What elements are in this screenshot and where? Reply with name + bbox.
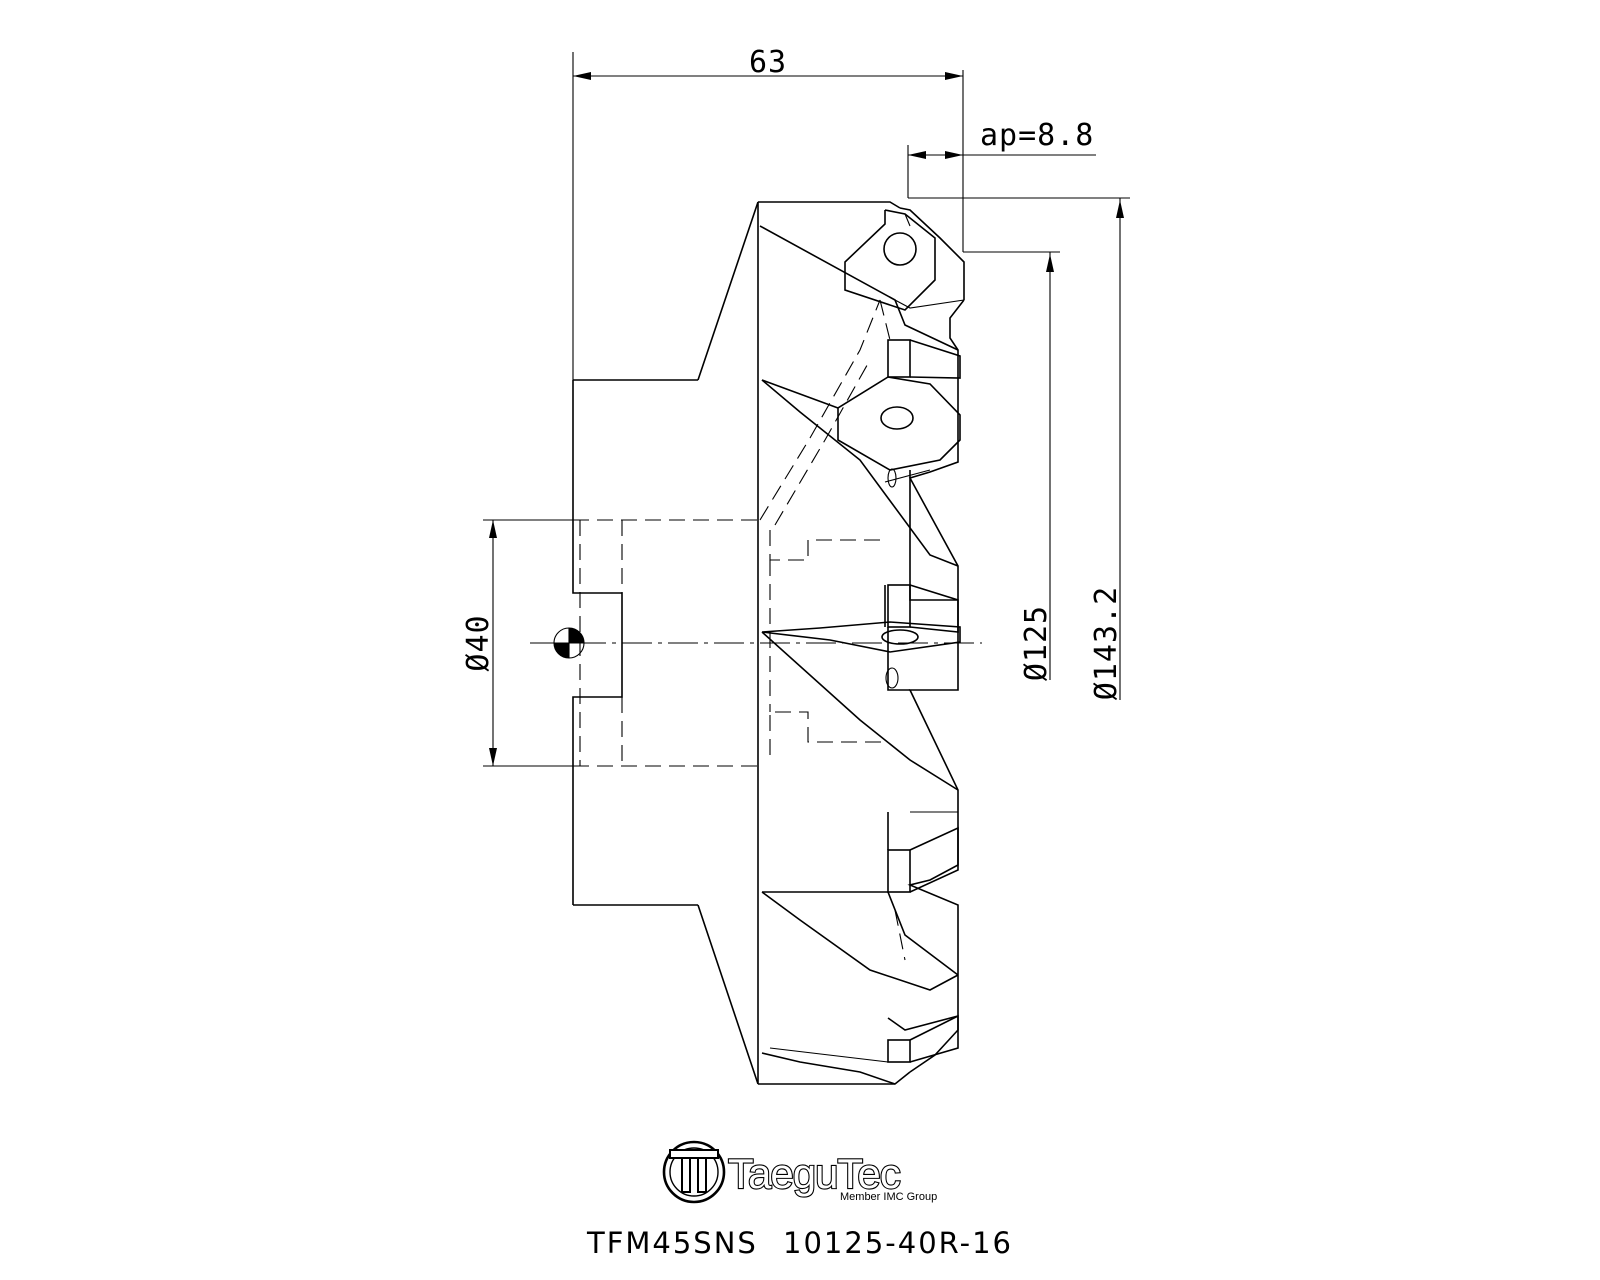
insert-pocket-center	[761, 584, 961, 791]
logo-brand-text: TaeguTec	[728, 1150, 900, 1197]
taegutec-logo: TaeguTec Member IMC Group	[662, 1140, 937, 1204]
dimension-length-label: 63	[749, 45, 787, 80]
dimension-bore: Ø40	[461, 519, 573, 767]
dimension-depth-of-cut: ap=8.8	[907, 118, 1096, 198]
hidden-lines	[573, 299, 906, 961]
logo-subtitle: Member IMC Group	[840, 1191, 937, 1203]
dimension-cutting-diameter: Ø125	[963, 251, 1060, 681]
model-code: TFM45SNS 10125-40R-16	[586, 1226, 1013, 1260]
centerline	[530, 627, 982, 659]
dimension-length: 63	[572, 45, 964, 380]
dimension-bore-label: Ø40	[461, 614, 496, 671]
insert-pocket-1	[759, 209, 965, 351]
insert-pocket-3	[761, 811, 959, 991]
taegutec-logo-icon	[662, 1140, 726, 1204]
insert-pocket-4	[761, 1014, 959, 1085]
dimension-cutting-diameter-label: Ø125	[1019, 605, 1054, 681]
dimension-max-diameter: Ø143.2	[908, 197, 1130, 700]
cutter-body-outline	[572, 201, 911, 1085]
insert-pocket-2	[761, 339, 961, 601]
dimension-depth-of-cut-label: ap=8.8	[980, 118, 1094, 153]
dimension-max-diameter-label: Ø143.2	[1089, 586, 1124, 700]
